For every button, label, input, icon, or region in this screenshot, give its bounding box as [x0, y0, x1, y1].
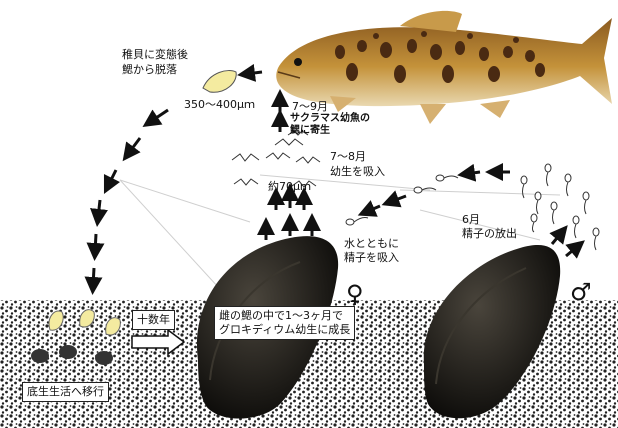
fish-to-juvenile-arrow — [246, 72, 262, 74]
male-symbol: ♂ — [570, 280, 592, 304]
label-size-larva: 約70μｍ — [268, 180, 311, 193]
label-parasitize-2: 鰓に寄生 — [290, 124, 330, 137]
label-sperm-inhale-2: 精子を吸入 — [344, 251, 399, 264]
growth-note: 雌の鰓の中で1〜3ヶ月で グロキディウム幼生に成長 — [214, 306, 355, 340]
juvenile-shell — [203, 71, 236, 93]
label-sperm-month: 6月 — [462, 213, 480, 226]
female-symbol: ♀ — [346, 282, 364, 306]
years-note: 十数年 — [132, 310, 175, 330]
label-inhale-month: 7〜8月 — [330, 150, 366, 163]
growth-note-line-2: グロキディウム幼生に成長 — [219, 323, 350, 337]
label-juvenile-release-1: 稚貝に変態後 — [122, 48, 188, 61]
label-size-shed: 350〜400μｍ — [184, 98, 255, 111]
drop-path-arrows — [93, 110, 168, 286]
label-sperm-inhale-1: 水とともに — [344, 237, 399, 250]
label-sperm-release: 精子の放出 — [462, 227, 517, 240]
growth-note-line-1: 雌の鰓の中で1〜3ヶ月で — [219, 309, 350, 323]
benthic-note: 底生生活へ移行 — [22, 382, 109, 402]
label-juvenile-release-2: 鰓から脱落 — [122, 63, 177, 76]
label-inhale: 幼生を吸入 — [330, 165, 385, 178]
